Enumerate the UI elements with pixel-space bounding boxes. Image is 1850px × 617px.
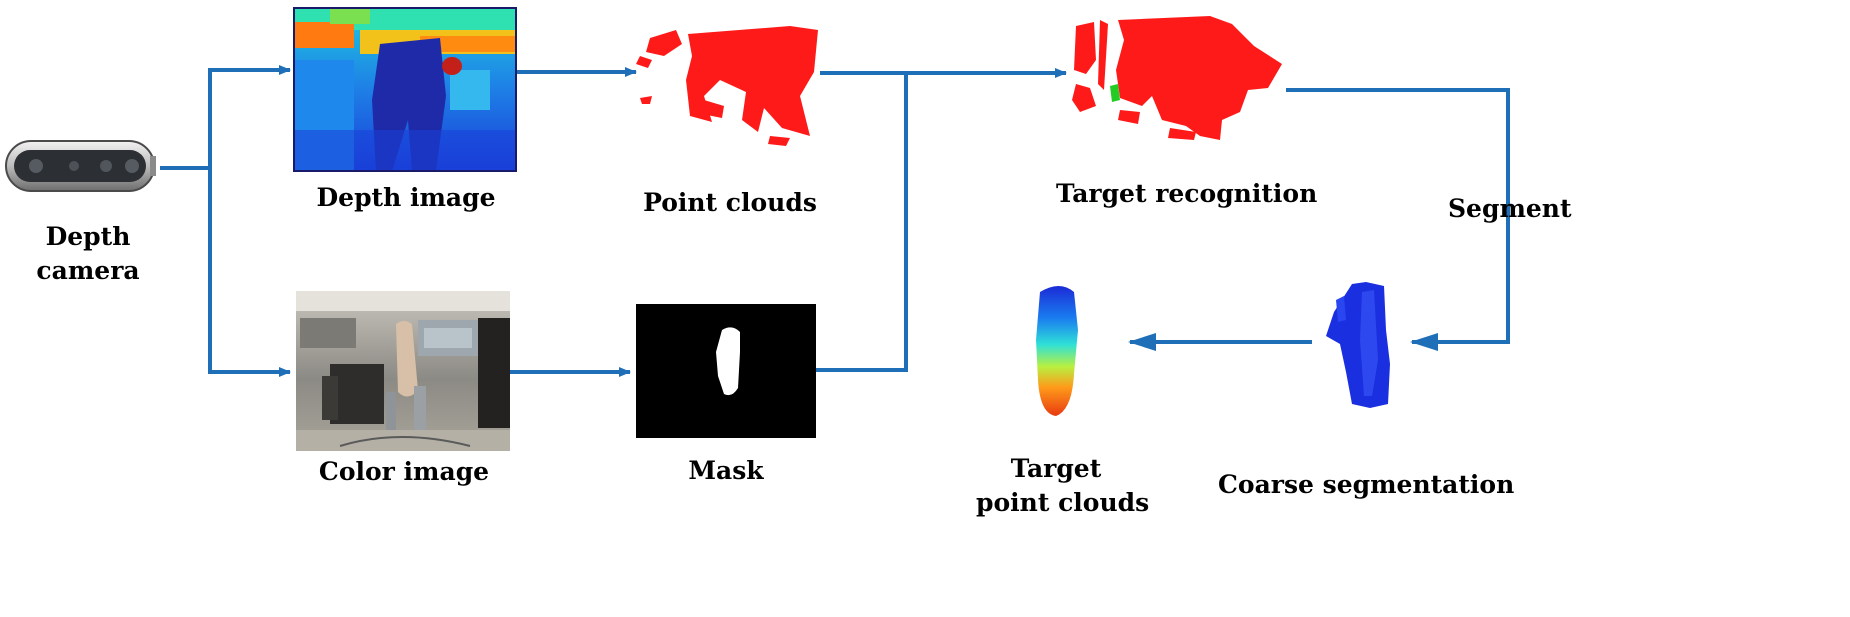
target-recognition bbox=[1072, 16, 1282, 140]
label-target-point-clouds-line2: point clouds bbox=[976, 488, 1150, 517]
label-color-image: Color image bbox=[318, 457, 490, 486]
label-depth-image: Depth image bbox=[316, 183, 496, 212]
label-mask: Mask bbox=[688, 456, 764, 485]
label-depth-camera-line1: Depth bbox=[45, 222, 131, 251]
depth-image bbox=[293, 7, 517, 172]
arrow-mask-join bbox=[816, 73, 908, 372]
coarse-segmentation bbox=[1326, 282, 1390, 408]
label-depth-camera-line2: camera bbox=[36, 256, 140, 285]
label-target-recognition: Target recognition bbox=[1056, 179, 1318, 208]
label-point-clouds: Point clouds bbox=[643, 188, 817, 217]
label-coarse-segmentation: Coarse segmentation bbox=[1218, 470, 1515, 499]
label-depth-camera: Depth camera bbox=[28, 220, 148, 288]
color-image bbox=[296, 291, 510, 451]
arrow-to-color-image bbox=[208, 168, 291, 377]
label-target-point-clouds-line1: Target bbox=[1010, 454, 1102, 483]
arrow-to-depth-image bbox=[208, 65, 291, 168]
connectors bbox=[160, 65, 1510, 377]
arrow-segment-path bbox=[1286, 88, 1510, 351]
target-point-clouds bbox=[1036, 286, 1078, 416]
point-clouds bbox=[636, 26, 818, 146]
mask-image bbox=[636, 304, 816, 438]
label-segment: Segment bbox=[1448, 194, 1572, 223]
label-target-point-clouds: Target point clouds bbox=[976, 452, 1150, 520]
depth-camera-icon bbox=[5, 140, 156, 192]
